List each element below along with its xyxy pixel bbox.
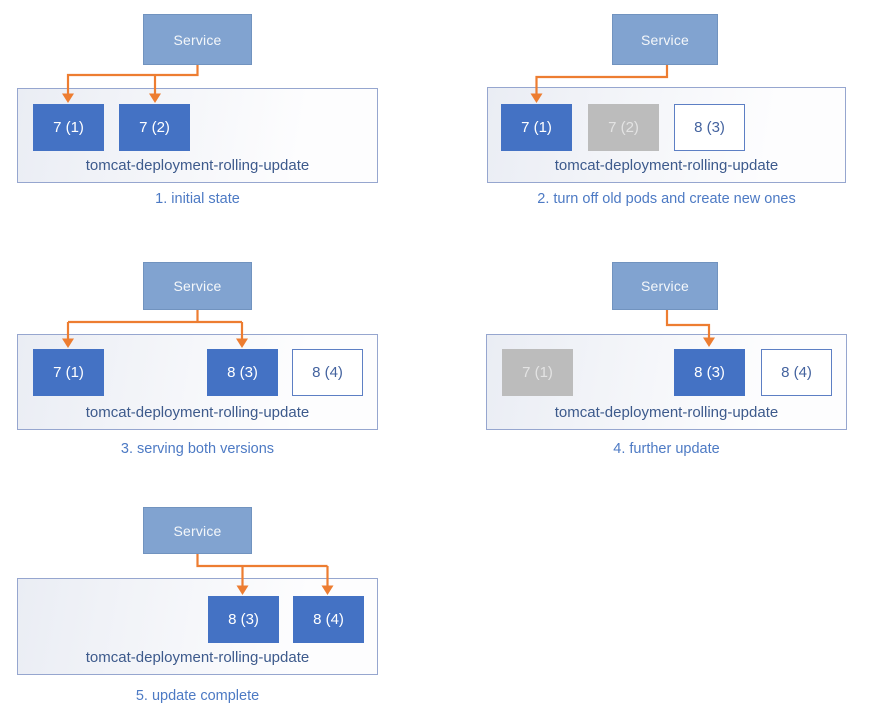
service-node: Service [612, 14, 718, 65]
deployment-label: tomcat-deployment-rolling-update [554, 404, 779, 421]
deployment-label: tomcat-deployment-rolling-update [554, 157, 779, 174]
pod: 8 (3) [207, 349, 278, 396]
pod: 8 (4) [293, 596, 364, 643]
deployment-label: tomcat-deployment-rolling-update [85, 649, 310, 666]
service-node: Service [143, 262, 252, 310]
service-label: Service [173, 522, 222, 539]
pod: 8 (3) [208, 596, 279, 643]
pod: 7 (1) [501, 104, 572, 151]
panel-caption: 2. turn off old pods and create new ones [537, 191, 796, 207]
deployment-label: tomcat-deployment-rolling-update [85, 157, 310, 174]
pod: 7 (2) [588, 104, 659, 151]
service-node: Service [143, 507, 252, 554]
pod: 7 (2) [119, 104, 190, 151]
deployment-box: 7 (1) 7 (2) 8 (3) tomcat-deployment-roll… [487, 87, 846, 183]
service-label: Service [173, 31, 222, 48]
pod: 8 (3) [674, 104, 745, 151]
service-label: Service [640, 278, 690, 294]
deployment-box: 7 (1) 8 (3) 8 (4) tomcat-deployment-roll… [17, 334, 378, 430]
deployment-label: tomcat-deployment-rolling-update [85, 404, 310, 421]
panel-caption: 1. initial state [155, 191, 240, 207]
pod: 7 (1) [33, 349, 104, 396]
service-label: Service [173, 278, 222, 294]
deployment-box: 7 (1) 7 (2) tomcat-deployment-rolling-up… [17, 88, 378, 183]
service-node: Service [612, 262, 718, 310]
panel-caption: 5. update complete [135, 688, 260, 704]
panel-caption: 4. further update [613, 441, 720, 457]
pod: 7 (1) [33, 104, 104, 151]
deployment-box: 8 (3) 8 (4) tomcat-deployment-rolling-up… [17, 578, 378, 675]
panel-caption: 3. serving both versions [120, 441, 275, 457]
deployment-box: 7 (1) 8 (3) 8 (4) tomcat-deployment-roll… [486, 334, 847, 430]
service-node: Service [143, 14, 252, 65]
pod: 7 (1) [502, 349, 573, 396]
pod: 8 (3) [674, 349, 745, 396]
service-label: Service [640, 31, 690, 48]
pod: 8 (4) [292, 349, 363, 396]
pod: 8 (4) [761, 349, 832, 396]
